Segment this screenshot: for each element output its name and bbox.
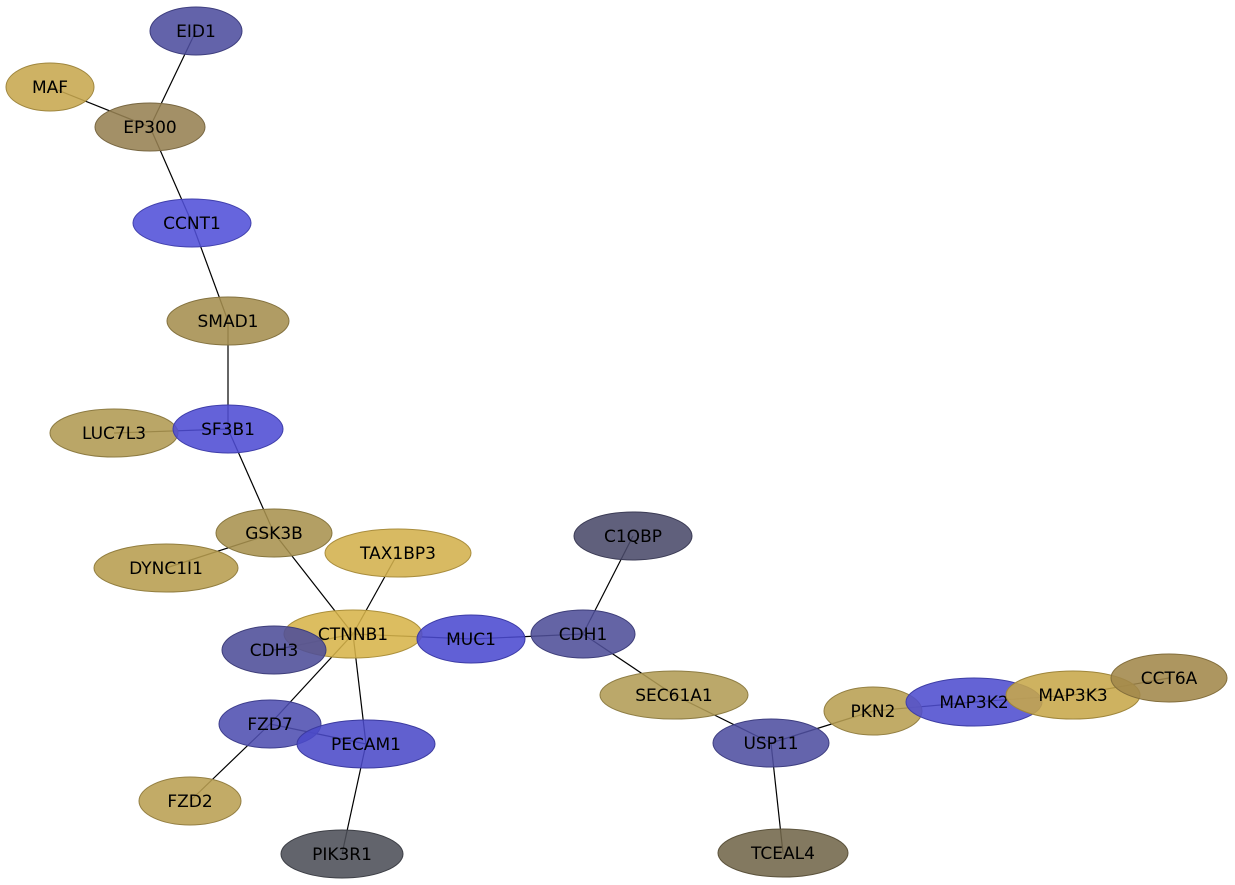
node-shape-muc1 bbox=[416, 614, 526, 664]
node-sec61a1[interactable]: SEC61A1 bbox=[599, 670, 749, 720]
node-tax1bp3[interactable]: TAX1BP3 bbox=[324, 528, 472, 578]
node-shape-fzd7 bbox=[218, 699, 322, 749]
node-shape-sf3b1 bbox=[172, 404, 284, 454]
node-label-dync1i1: DYNC1I1 bbox=[129, 559, 203, 579]
node-shape-smad1 bbox=[166, 296, 290, 346]
node-pkn2[interactable]: PKN2 bbox=[823, 686, 923, 736]
node-pecam1[interactable]: PECAM1 bbox=[296, 719, 436, 769]
node-cdh1[interactable]: CDH1 bbox=[530, 609, 636, 659]
node-muc1[interactable]: MUC1 bbox=[416, 614, 526, 664]
node-eid1[interactable]: EID1 bbox=[149, 6, 243, 56]
node-label-tax1bp3: TAX1BP3 bbox=[359, 544, 436, 564]
node-label-ccnt1: CCNT1 bbox=[163, 214, 221, 234]
node-dync1i1[interactable]: DYNC1I1 bbox=[93, 543, 239, 593]
node-cct6a[interactable]: CCT6A bbox=[1110, 653, 1228, 703]
node-label-cct6a: CCT6A bbox=[1141, 669, 1198, 689]
node-label-sf3b1: SF3B1 bbox=[201, 420, 255, 440]
node-label-usp11: USP11 bbox=[743, 734, 798, 754]
node-label-fzd7: FZD7 bbox=[247, 715, 292, 735]
node-ccnt1[interactable]: CCNT1 bbox=[132, 198, 252, 248]
node-smad1[interactable]: SMAD1 bbox=[166, 296, 290, 346]
node-usp11[interactable]: USP11 bbox=[712, 718, 830, 768]
node-label-muc1: MUC1 bbox=[446, 630, 496, 650]
node-luc7l3[interactable]: LUC7L3 bbox=[49, 408, 179, 458]
node-shape-maf bbox=[5, 62, 95, 112]
node-fzd2[interactable]: FZD2 bbox=[138, 776, 242, 826]
node-label-luc7l3: LUC7L3 bbox=[82, 424, 146, 444]
node-label-cdh1: CDH1 bbox=[559, 625, 608, 645]
node-label-ctnnb1: CTNNB1 bbox=[318, 625, 388, 645]
node-label-pkn2: PKN2 bbox=[851, 702, 896, 722]
node-shape-pecam1 bbox=[296, 719, 436, 769]
node-sf3b1[interactable]: SF3B1 bbox=[172, 404, 284, 454]
node-cdh3[interactable]: CDH3 bbox=[221, 625, 327, 675]
node-label-ep300: EP300 bbox=[123, 118, 176, 138]
node-shape-tax1bp3 bbox=[324, 528, 472, 578]
node-label-c1qbp: C1QBP bbox=[604, 527, 662, 547]
node-shape-gsk3b bbox=[215, 508, 333, 558]
node-shape-ccnt1 bbox=[132, 198, 252, 248]
node-shape-ep300 bbox=[94, 102, 206, 152]
node-label-gsk3b: GSK3B bbox=[245, 524, 303, 544]
node-fzd7[interactable]: FZD7 bbox=[218, 699, 322, 749]
node-label-tceal4: TCEAL4 bbox=[750, 844, 815, 864]
node-shape-sec61a1 bbox=[599, 670, 749, 720]
node-label-eid1: EID1 bbox=[176, 22, 216, 42]
node-label-sec61a1: SEC61A1 bbox=[635, 686, 712, 706]
node-label-map3k3: MAP3K3 bbox=[1038, 686, 1107, 706]
node-shape-tceal4 bbox=[717, 828, 849, 878]
node-tceal4[interactable]: TCEAL4 bbox=[717, 828, 849, 878]
node-shape-usp11 bbox=[712, 718, 830, 768]
node-label-maf: MAF bbox=[32, 78, 68, 98]
node-ep300[interactable]: EP300 bbox=[94, 102, 206, 152]
node-label-map3k2: MAP3K2 bbox=[939, 693, 1008, 713]
node-label-fzd2: FZD2 bbox=[167, 792, 212, 812]
node-shape-cdh3 bbox=[221, 625, 327, 675]
node-map3k3[interactable]: MAP3K3 bbox=[1005, 670, 1141, 720]
node-label-pik3r1: PIK3R1 bbox=[312, 845, 372, 865]
node-shape-c1qbp bbox=[573, 511, 693, 561]
node-shape-dync1i1 bbox=[93, 543, 239, 593]
node-gsk3b[interactable]: GSK3B bbox=[215, 508, 333, 558]
node-shape-eid1 bbox=[149, 6, 243, 56]
node-label-smad1: SMAD1 bbox=[198, 312, 259, 332]
node-shape-fzd2 bbox=[138, 776, 242, 826]
node-label-cdh3: CDH3 bbox=[250, 641, 299, 661]
node-c1qbp[interactable]: C1QBP bbox=[573, 511, 693, 561]
node-pik3r1[interactable]: PIK3R1 bbox=[280, 829, 404, 879]
node-maf[interactable]: MAF bbox=[5, 62, 95, 112]
node-shape-cct6a bbox=[1110, 653, 1228, 703]
node-shape-pik3r1 bbox=[280, 829, 404, 879]
node-shape-cdh1 bbox=[530, 609, 636, 659]
node-label-pecam1: PECAM1 bbox=[331, 735, 401, 755]
